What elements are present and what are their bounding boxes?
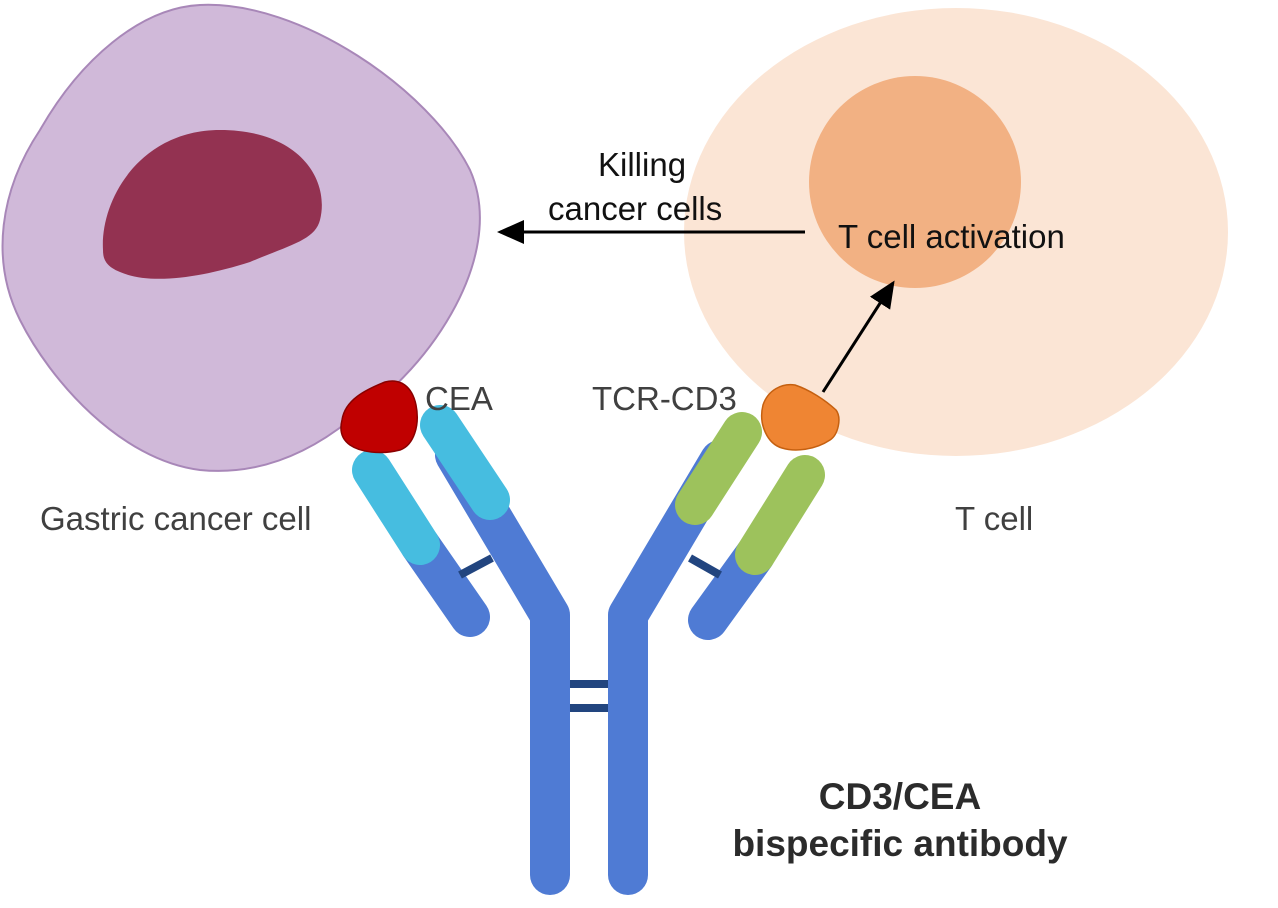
heavy-chain-left <box>435 435 570 895</box>
heavy-chain-right-variable <box>675 412 762 525</box>
killing-label-line2: cancer cells <box>548 190 723 227</box>
gastric-nucleus <box>102 130 322 279</box>
t-cell-label: T cell <box>955 500 1034 537</box>
cea-label: CEA <box>425 380 493 417</box>
disulfide-bond-right-arm <box>688 554 722 579</box>
disulfide-bond-left-arm <box>458 554 494 579</box>
t-cell-activation-label: T cell activation <box>838 218 1065 255</box>
light-chain-left-variable <box>352 450 440 565</box>
antibody-title-line2: bispecific antibody <box>732 823 1068 864</box>
tcr-cd3-label: TCR-CD3 <box>592 380 737 417</box>
antibody <box>352 405 825 895</box>
heavy-chain-left-variable <box>420 405 510 520</box>
tcr-cd3-antigen <box>761 383 840 451</box>
light-chain-right-variable <box>735 455 825 575</box>
t-cell-nucleus <box>809 76 1021 288</box>
killing-label-line1: Killing <box>598 146 687 183</box>
antibody-title-line1: CD3/CEA <box>818 776 982 817</box>
activation-arrow <box>821 280 895 393</box>
gastric-cancer-cell-label: Gastric cancer cell <box>40 500 312 537</box>
cea-antigen <box>340 380 418 454</box>
